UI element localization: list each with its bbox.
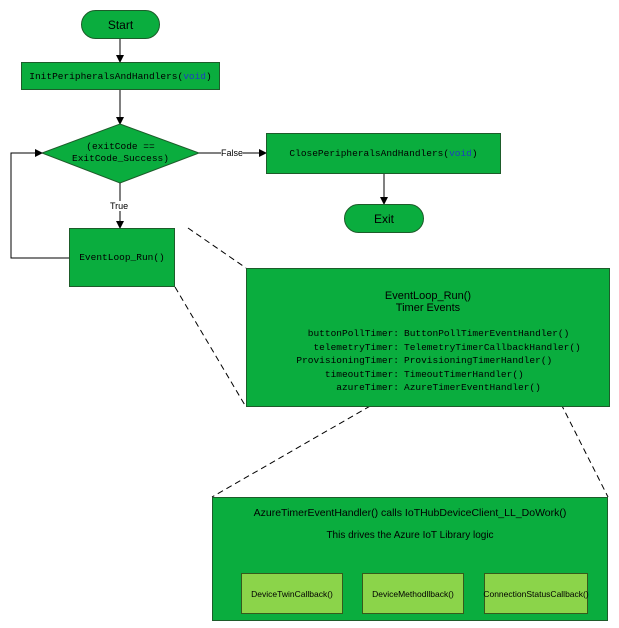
init-function-name: InitPeripheralsAndHandlers( xyxy=(29,70,184,82)
timer-name: ProvisioningTimer: xyxy=(296,355,399,366)
timer-row: telemetryTimer: TelemetryTimerCallbackHa… xyxy=(247,341,609,355)
timer-handler: ButtonPollTimerEventHandler() xyxy=(404,328,570,339)
azure-timer-panel[interactable]: AzureTimerEventHandler() calls IoTHubDev… xyxy=(212,497,608,621)
timer-name: telemetryTimer: xyxy=(313,341,399,353)
timer-row: timeoutTimer: TimeoutTimerHandler() xyxy=(247,368,609,382)
zoom-line-bottom xyxy=(174,286,247,408)
timer-handler: TelemetryTimerCallbackHandler() xyxy=(404,341,581,353)
false-label: False xyxy=(221,148,244,158)
device-method-callback-label: DeviceMethodllback() xyxy=(372,588,454,599)
timer-panel-title: EventLoop_Run() xyxy=(384,290,472,302)
timer-handler: TimeoutTimerHandler() xyxy=(404,368,524,380)
device-method-callback-box[interactable]: DeviceMethodllback() xyxy=(362,573,464,614)
init-close-paren: ) xyxy=(206,70,212,82)
device-twin-callback-box[interactable]: DeviceTwinCallback() xyxy=(241,573,343,614)
timer-name: azureTimer: xyxy=(336,382,399,393)
decision-text: (exitCode == ExitCode_Success) xyxy=(42,141,199,165)
azure-panel-title: AzureTimerEventHandler() calls IoTHubDev… xyxy=(253,507,567,519)
close-keyword: void xyxy=(449,148,472,159)
exit-label: Exit xyxy=(373,211,394,226)
close-function-name: ClosePeripheralsAndHandlers( xyxy=(289,148,450,159)
timer-row: buttonPollTimer: ButtonPollTimerEventHan… xyxy=(247,327,609,341)
start-label: Start xyxy=(107,17,134,32)
timer-name: timeoutTimer: xyxy=(324,368,399,380)
event-loop-label: EventLoop_Run() xyxy=(79,252,165,263)
true-label: True xyxy=(110,201,129,211)
decision-line-1: (exitCode == xyxy=(86,141,155,152)
init-label: InitPeripheralsAndHandlers(void) xyxy=(29,71,211,82)
device-twin-callback-label: DeviceTwinCallback() xyxy=(251,588,333,599)
zoom-line-left xyxy=(211,385,406,498)
close-close-paren: ) xyxy=(471,148,478,159)
exit-node[interactable]: Exit xyxy=(344,204,424,233)
decision-line-2: ExitCode_Success) xyxy=(72,153,169,164)
timer-row: ProvisioningTimer: ProvisioningTimerHand… xyxy=(247,354,609,368)
zoom-line-top xyxy=(187,227,247,269)
close-peripherals-node[interactable]: ClosePeripheralsAndHandlers(void) xyxy=(266,133,501,174)
connection-status-callback-box[interactable]: ConnectionStatusCallback() xyxy=(483,573,589,614)
start-node[interactable]: Start xyxy=(81,10,160,39)
timer-panel-subtitle: Timer Events xyxy=(395,302,461,314)
timer-events-panel[interactable]: EventLoop_Run() Timer Events buttonPollT… xyxy=(246,268,610,407)
timer-row: azureTimer: AzureTimerEventHandler() xyxy=(247,381,609,395)
event-loop-node[interactable]: EventLoop_Run() xyxy=(69,228,175,287)
timer-handler: AzureTimerEventHandler() xyxy=(404,382,541,393)
azure-panel-description: This drives the Azure IoT Library logic xyxy=(326,530,494,541)
arrow-loop-back xyxy=(10,149,69,259)
timer-name: buttonPollTimer: xyxy=(307,328,399,339)
connection-status-callback-label: ConnectionStatusCallback() xyxy=(483,588,589,599)
init-keyword: void xyxy=(183,70,207,82)
timer-handler: ProvisioningTimerHandler() xyxy=(404,355,553,366)
timer-list: buttonPollTimer: ButtonPollTimerEventHan… xyxy=(247,327,609,395)
init-peripherals-node[interactable]: InitPeripheralsAndHandlers(void) xyxy=(21,62,220,90)
close-label: ClosePeripheralsAndHandlers(void) xyxy=(289,148,477,159)
